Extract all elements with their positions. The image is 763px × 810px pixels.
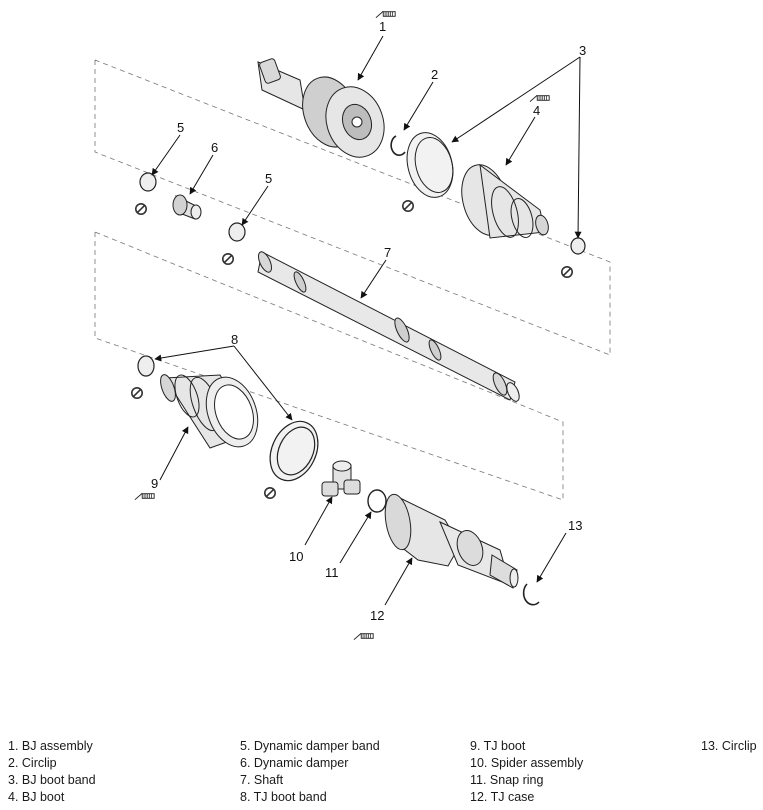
lower-group-dashed-frame: [94, 231, 564, 501]
legend-column-1: 1. BJ assembly 2. Circlip 3. BJ boot ban…: [8, 738, 96, 806]
callout-4: 4: [533, 103, 540, 118]
callout-10: 10: [289, 549, 303, 564]
callout-2: 2: [431, 67, 438, 82]
callout-7: 7: [384, 245, 391, 260]
do-not-reuse-icon: [222, 253, 234, 266]
bj-boot-part: [461, 163, 549, 239]
tj-boot-band-small-part: [137, 355, 155, 377]
legend-item: 13. Circlip: [701, 739, 757, 753]
bj-assembly-part: [257, 58, 385, 158]
spider-assembly-part: [321, 460, 361, 497]
callout-5-left: 5: [177, 120, 184, 135]
tj-boot-band-large-part: [269, 420, 319, 482]
leader-lines: [151, 35, 582, 606]
legend-item: 2. Circlip: [8, 756, 57, 770]
legend-item: 12. TJ case: [470, 790, 535, 804]
callout-12: 12: [370, 608, 384, 623]
callout-1: 1: [379, 19, 386, 34]
tj-boot-part: [160, 374, 259, 449]
legend-item: 8. TJ boot band: [240, 790, 327, 804]
legend-item: 3. BJ boot band: [8, 773, 96, 787]
grease-tube-icon: [134, 492, 155, 501]
legend-item: 11. Snap ring: [470, 773, 544, 787]
legend-item: 1. BJ assembly: [8, 739, 93, 753]
callout-6: 6: [211, 140, 218, 155]
circlip-part-2: [390, 135, 406, 156]
do-not-reuse-icon: [560, 265, 574, 279]
shaft-part: [257, 251, 520, 402]
grease-tube-icon: [375, 10, 396, 19]
legend-item: 10. Spider assembly: [470, 756, 584, 770]
dynamic-damper-part: [172, 194, 202, 220]
exploded-view-diagram: 1 2 3 4 5 6 5 7 8 9 10 11 12 13: [94, 10, 611, 641]
legend-item: 7. Shaft: [240, 773, 284, 787]
do-not-reuse-icon: [135, 203, 147, 215]
legend-item: 9. TJ boot: [470, 739, 526, 753]
grease-tube-icon: [529, 94, 550, 103]
parts-legend: 1. BJ assembly 2. Circlip 3. BJ boot ban…: [0, 738, 763, 808]
callout-11: 11: [325, 565, 339, 580]
do-not-reuse-icon: [401, 200, 415, 212]
legend-column-4: 13. Circlip: [701, 738, 757, 755]
dynamic-damper-band-left-part: [139, 172, 157, 192]
do-not-reuse-icon: [131, 386, 143, 400]
circlip-part-13: [522, 583, 540, 606]
grease-tube-icon: [353, 632, 374, 641]
callout-5-right: 5: [265, 171, 272, 186]
bj-boot-band-small-part: [570, 237, 586, 255]
legend-item: 6. Dynamic damper: [240, 756, 349, 770]
dynamic-damper-band-right-part: [228, 222, 246, 242]
callout-3: 3: [579, 43, 586, 58]
snap-ring-part: [367, 489, 387, 513]
callout-8: 8: [231, 332, 238, 347]
legend-item: 4. BJ boot: [8, 790, 65, 804]
legend-column-2: 5. Dynamic damper band 6. Dynamic damper…: [240, 738, 380, 806]
bj-boot-band-large-part: [406, 132, 454, 198]
callout-13: 13: [568, 518, 582, 533]
callout-9: 9: [151, 476, 158, 491]
legend-item: 5. Dynamic damper band: [240, 739, 380, 753]
tj-case-part: [384, 493, 519, 589]
legend-column-3: 9. TJ boot 10. Spider assembly 11. Snap …: [470, 738, 583, 806]
do-not-reuse-icon: [263, 486, 277, 500]
